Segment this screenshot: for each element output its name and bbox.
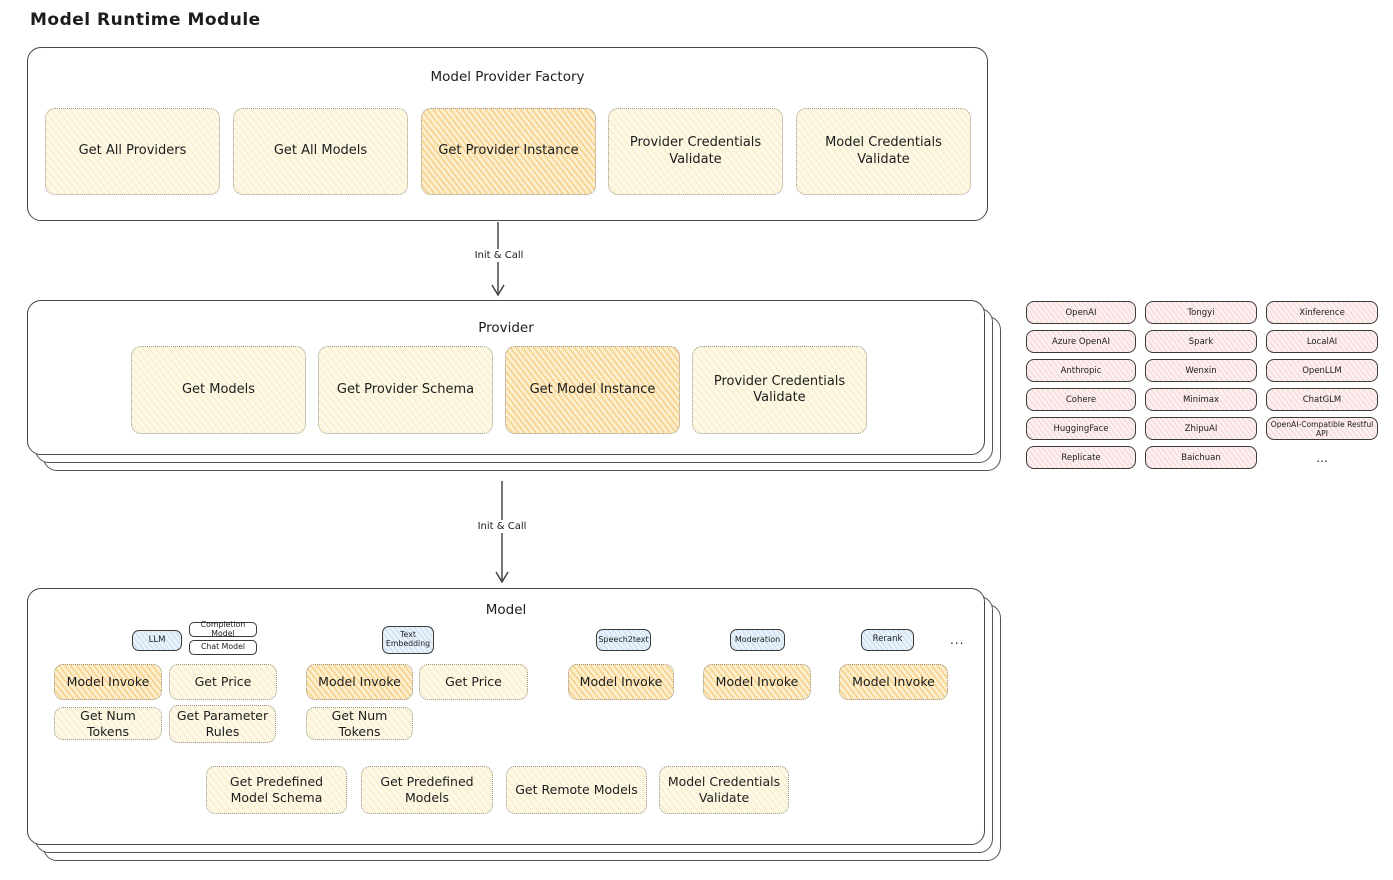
node-model-invoke-rerank: Model Invoke bbox=[839, 664, 948, 700]
arrow1-label: Init & Call bbox=[455, 249, 543, 262]
provider-chip-azure-openai: Azure OpenAI bbox=[1026, 330, 1136, 353]
provider-chip-cohere: Cohere bbox=[1026, 388, 1136, 411]
tags-more-ellipsis: ... bbox=[950, 633, 965, 647]
page-title: Model Runtime Module bbox=[30, 10, 261, 30]
node-get-models: Get Models bbox=[131, 346, 306, 434]
node-provider-credentials-validate: Provider Credentials Validate bbox=[608, 108, 783, 195]
node-get-num-tokens-text-embedding: Get Num Tokens bbox=[306, 707, 413, 740]
provider-chip-spark: Spark bbox=[1145, 330, 1257, 353]
tag-completion-model: Completion Model bbox=[189, 620, 257, 637]
model-panel: Model LLM Completion Model Chat Model Te… bbox=[27, 588, 985, 845]
tag-moderation: Moderation bbox=[730, 629, 785, 651]
provider-chip-anthropic: Anthropic bbox=[1026, 359, 1136, 382]
provider-chip-xinference: Xinference bbox=[1266, 301, 1378, 324]
arrow2-label: Init & Call bbox=[458, 520, 546, 533]
provider-chips-more-ellipsis: ... bbox=[1316, 450, 1328, 465]
provider-chip-wenxin: Wenxin bbox=[1145, 359, 1257, 382]
provider-panel: Provider Get Models Get Provider Schema … bbox=[27, 300, 985, 455]
node-model-invoke-text-embedding: Model Invoke bbox=[306, 664, 413, 700]
tag-rerank: Rerank bbox=[861, 629, 914, 651]
node-get-predefined-model-schema: Get Predefined Model Schema bbox=[206, 766, 347, 814]
node-get-parameter-rules: Get Parameter Rules bbox=[169, 705, 276, 743]
tag-chat-model: Chat Model bbox=[189, 640, 257, 655]
node-get-num-tokens-llm: Get Num Tokens bbox=[54, 707, 162, 740]
provider-chip-openai-compatible-restful-api: OpenAI-Compatible Restful API bbox=[1266, 417, 1378, 440]
provider-chip-replicate: Replicate bbox=[1026, 446, 1136, 469]
node-model-invoke-llm: Model Invoke bbox=[54, 664, 162, 700]
node-get-provider-schema: Get Provider Schema bbox=[318, 346, 493, 434]
node-get-model-instance: Get Model Instance bbox=[505, 346, 680, 434]
provider-chip-zhipuai: ZhipuAI bbox=[1145, 417, 1257, 440]
factory-panel: Model Provider Factory Get All Providers… bbox=[27, 47, 988, 221]
model-panel-title: Model bbox=[485, 602, 527, 618]
provider-chip-baichuan: Baichuan bbox=[1145, 446, 1257, 469]
node-get-price-text-embedding: Get Price bbox=[419, 664, 528, 700]
tag-speech2text: Speech2text bbox=[596, 629, 651, 651]
provider-chip-tongyi: Tongyi bbox=[1145, 301, 1257, 324]
node-get-all-models: Get All Models bbox=[233, 108, 408, 195]
node-provider-credentials-validate-2: Provider Credentials Validate bbox=[692, 346, 867, 434]
node-get-all-providers: Get All Providers bbox=[45, 108, 220, 195]
node-model-invoke-moderation: Model Invoke bbox=[703, 664, 811, 700]
provider-chip-huggingface: HuggingFace bbox=[1026, 417, 1136, 440]
factory-panel-title: Model Provider Factory bbox=[430, 69, 585, 85]
node-get-price-llm: Get Price bbox=[169, 664, 277, 700]
provider-chip-localai: LocalAI bbox=[1266, 330, 1378, 353]
provider-chip-minimax: Minimax bbox=[1145, 388, 1257, 411]
provider-panel-title: Provider bbox=[478, 320, 534, 336]
provider-chip-chatglm: ChatGLM bbox=[1266, 388, 1378, 411]
provider-chip-grid: OpenAI Tongyi Xinference Azure OpenAI Sp… bbox=[1026, 301, 1378, 469]
provider-chip-openai: OpenAI bbox=[1026, 301, 1136, 324]
node-get-provider-instance: Get Provider Instance bbox=[421, 108, 596, 195]
node-model-invoke-speech2text: Model Invoke bbox=[568, 664, 674, 700]
tag-llm: LLM bbox=[132, 630, 182, 651]
node-model-credentials-validate-model: Model Credentials Validate bbox=[659, 766, 789, 814]
provider-chip-openllm: OpenLLM bbox=[1266, 359, 1378, 382]
node-model-credentials-validate: Model Credentials Validate bbox=[796, 108, 971, 195]
node-get-remote-models: Get Remote Models bbox=[506, 766, 647, 814]
node-get-predefined-models: Get Predefined Models bbox=[361, 766, 493, 814]
tag-text-embedding: Text Embedding bbox=[382, 626, 434, 654]
